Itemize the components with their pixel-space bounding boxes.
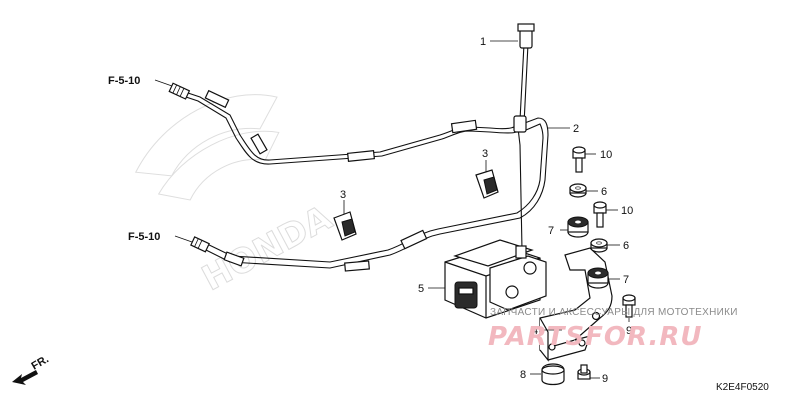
- callout-4: 4: [532, 325, 538, 337]
- reference-upper: F-5-10: [108, 75, 140, 87]
- callout-10-middle: 10: [621, 205, 633, 217]
- honda-watermark: HONDA: [134, 94, 340, 300]
- bolt-bracket: [622, 294, 636, 318]
- diagram-code: K2E4F0520: [716, 382, 769, 393]
- callout-8: 8: [520, 369, 526, 381]
- callout-9-bottom: 9: [602, 373, 608, 385]
- callout-6-upper: 6: [601, 186, 607, 198]
- callout-10-upper: 10: [600, 149, 612, 161]
- grommet-upper: [567, 216, 589, 238]
- watermark-brand: PARTSFOR.RU: [488, 322, 702, 352]
- collar-lower: [590, 238, 608, 253]
- reference-lower: F-5-10: [128, 231, 160, 243]
- leader-lines: [154, 40, 630, 379]
- collar-upper: [569, 183, 587, 198]
- pipe-clip-lower: [333, 211, 357, 241]
- abs-modulator: [444, 239, 547, 319]
- watermark-tagline: ЗАПЧАСТИ И АКСЕССУАРЫ ДЛЯ МОТОТЕХНИКИ: [490, 307, 738, 318]
- callout-3-lower: 3: [340, 189, 346, 201]
- front-arrow-icon: [12, 370, 38, 385]
- pipe-clip-upper: [475, 169, 499, 199]
- cap: [541, 363, 565, 386]
- front-direction-indicator: FR.: [12, 353, 51, 385]
- callout-3-upper: 3: [482, 148, 488, 160]
- callout-7-upper: 7: [548, 225, 554, 237]
- callout-7-lower: 7: [623, 274, 629, 286]
- callout-6-lower: 6: [623, 240, 629, 252]
- callout-5: 5: [418, 283, 424, 295]
- brake-pipe-lower: [190, 115, 549, 272]
- bolt-bottom: [577, 364, 591, 380]
- brake-pipe-upper: [168, 23, 535, 165]
- bolt-upper: [572, 146, 586, 173]
- front-label: FR.: [30, 353, 51, 372]
- callout-9-bracket: 9: [626, 325, 632, 337]
- partsfor-watermark: ЗАПЧАСТИ И АКСЕССУАРЫ ДЛЯ МОТОТЕХНИКИ PA…: [488, 307, 738, 352]
- callout-1: 1: [480, 36, 486, 48]
- callout-2: 2: [573, 123, 579, 135]
- bolt-middle: [593, 201, 607, 228]
- grommet-lower: [587, 267, 609, 289]
